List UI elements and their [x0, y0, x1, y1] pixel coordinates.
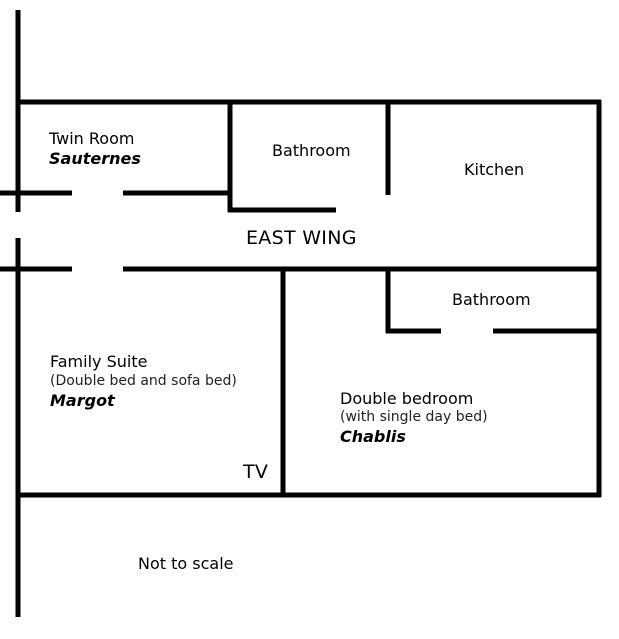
- east-wing-label: EAST WING: [246, 227, 357, 249]
- double-bedroom-label: Double bedroom: [340, 389, 474, 408]
- twin-room-alias: Sauternes: [49, 149, 141, 168]
- twin-room-label: Twin Room: [49, 129, 135, 148]
- tv-label: TV: [243, 461, 269, 483]
- bathroom-right-label: Bathroom: [452, 290, 531, 309]
- family-suite-label: Family Suite: [50, 352, 148, 371]
- family-suite-alias: Margot: [50, 391, 115, 410]
- double-bedroom-note: (with single day bed): [340, 409, 488, 425]
- double-bedroom-alias: Chablis: [340, 427, 406, 446]
- scale-note: Not to scale: [138, 554, 234, 573]
- kitchen-label: Kitchen: [464, 160, 525, 179]
- bathroom-top-label: Bathroom: [272, 141, 351, 160]
- family-suite-note: (Double bed and sofa bed): [50, 373, 237, 389]
